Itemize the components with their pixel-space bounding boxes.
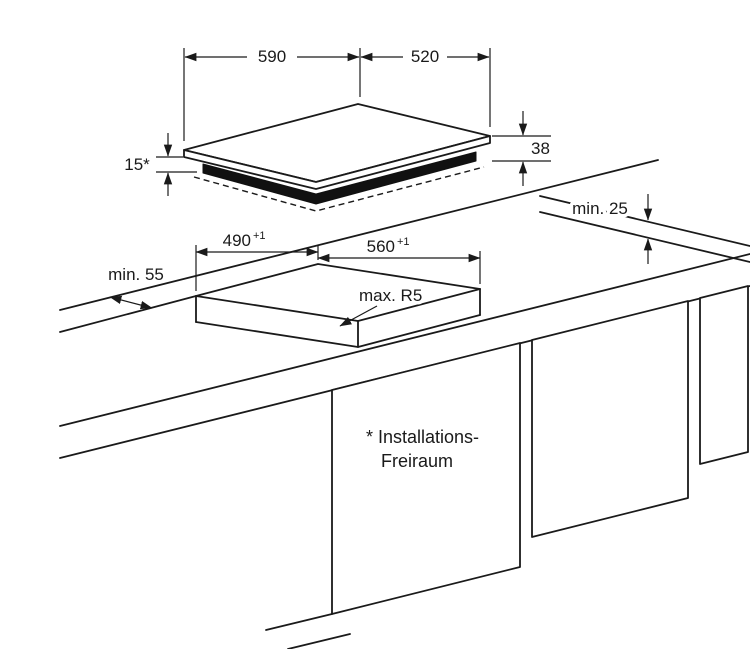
worktop-cutout: [195, 263, 481, 348]
min-25-label: min. 25: [572, 199, 628, 218]
corner-radius-label: max. R5: [359, 286, 422, 305]
worktop-back-edge: [59, 159, 659, 311]
cutout-depth-tolerance: +1: [253, 230, 266, 242]
dim-min-25: min. 25: [539, 194, 750, 264]
cutout-width-tolerance: +1: [397, 236, 410, 248]
cabinet-base-edge-1: [265, 613, 333, 631]
hob: [183, 103, 491, 212]
cutout-back-edge-extension: [59, 295, 197, 333]
installation-note: * Installations- Freiraum: [366, 427, 479, 471]
hob-glass-top: [183, 103, 491, 183]
installation-note-line2: Freiraum: [381, 451, 453, 471]
cabinet-panel-right: [531, 300, 689, 538]
dim-min-55: min. 55: [105, 262, 167, 310]
dim-cutout-depth: 490 +1: [195, 227, 319, 291]
cabinet-panel-far-right: [699, 285, 749, 465]
dim-clearance-below: 15*: [121, 133, 197, 196]
hob-depth-label: 520: [411, 47, 439, 66]
back-gap-edge-upper: [539, 195, 750, 247]
hob-glass-side: [183, 135, 491, 190]
min-55-label: min. 55: [108, 265, 164, 284]
cutout-depth-label: 490: [223, 231, 251, 250]
cabinet-base-edge-2: [287, 633, 351, 649]
hob-hidden-outline: [193, 166, 485, 212]
dim-hob-width: 590: [183, 44, 361, 141]
cutout-width-label: 560: [367, 237, 395, 256]
dim-cutout-width: 560 +1: [317, 233, 481, 284]
cabinet: [265, 285, 749, 649]
dim-arrow: [109, 295, 153, 310]
cutout-front-edges: [195, 288, 481, 322]
build-in-height-label: 38: [531, 139, 550, 158]
hob-body: [202, 151, 477, 205]
clearance-below-label: 15*: [124, 155, 150, 174]
cabinet-panel-left: [331, 342, 521, 615]
worktop-front-top-edge: [59, 253, 750, 427]
leader-arrow: [339, 305, 378, 327]
dim-hob-depth: 520: [360, 44, 491, 127]
dim-build-in-height: 38: [492, 111, 553, 186]
back-gap-edge-lower: [539, 211, 750, 263]
cutout-back-edges: [195, 263, 481, 297]
installation-note-line1: * Installations-: [366, 427, 479, 447]
dim-corner-radius: max. R5: [339, 283, 426, 327]
hob-width-label: 590: [258, 47, 286, 66]
